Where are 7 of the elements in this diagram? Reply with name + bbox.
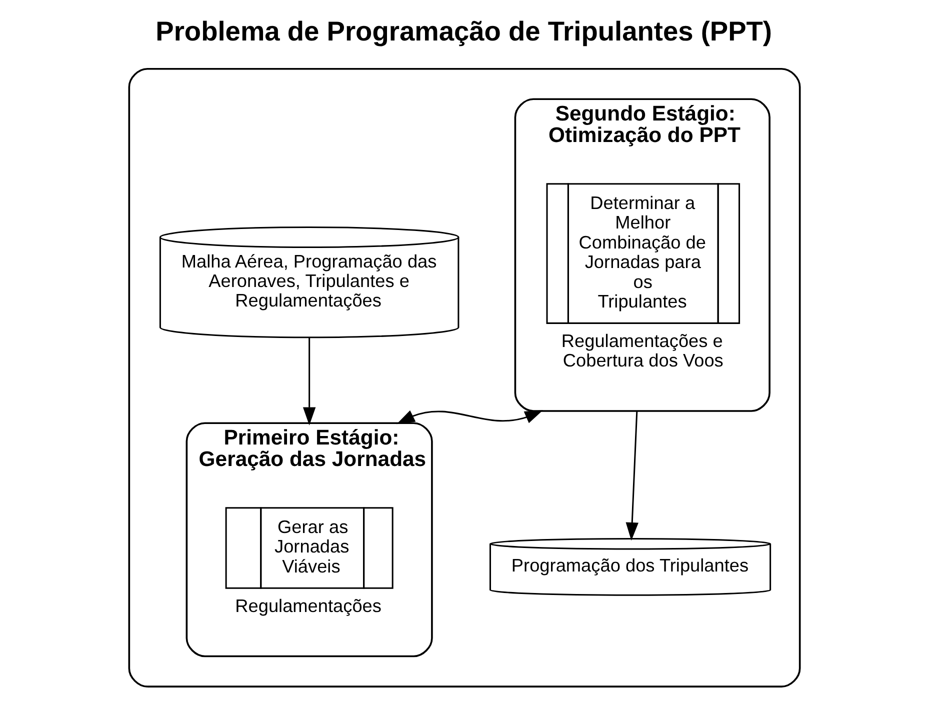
arrow (625, 410, 638, 541)
node-label: Regulamentações (234, 596, 381, 616)
diagram-title: Problema de Programação de Tripulantes (PPT) (155, 16, 772, 47)
arrow (302, 337, 316, 426)
cluster (128, 68, 800, 688)
arrow (396, 410, 543, 424)
node-label: Regulamentações e Cobertura dos Voos (560, 330, 723, 370)
